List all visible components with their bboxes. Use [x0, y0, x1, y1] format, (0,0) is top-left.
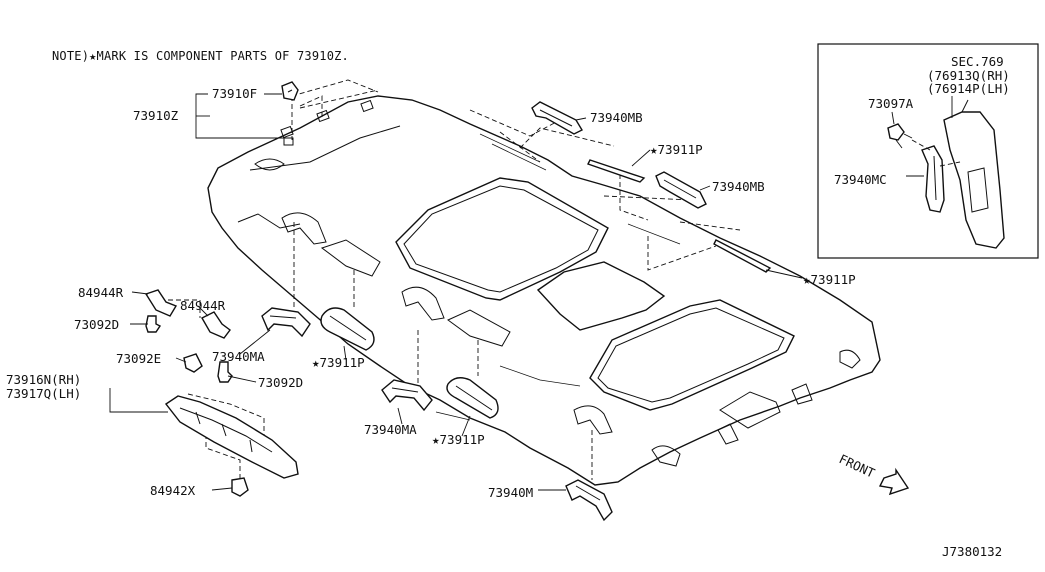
clip-84942x [231, 477, 249, 497]
leader-lines [109, 93, 803, 491]
inset-pillar-detail: SEC.769 (76913Q(RH) (76914P(LH) 73097A 7… [817, 43, 1039, 259]
assist-grip-73940ma-a [261, 307, 311, 338]
clip-73910f-part [281, 81, 299, 101]
label-73911p-b: ★73911P [803, 272, 856, 287]
label-73911p-d: ★73911P [432, 432, 485, 447]
label-84944r-a: 84944R [78, 285, 124, 300]
label-73092d-a: 73092D [74, 317, 119, 332]
label-84942x: 84942X [150, 483, 196, 498]
label-73092e: 73092E [116, 351, 161, 366]
assist-grip-73940mb-a [531, 101, 583, 135]
label-73092d-b: 73092D [258, 375, 303, 390]
inset-76913q-label: (76913Q(RH) [927, 68, 1010, 83]
sun-visor-strip-73911p-a [587, 159, 646, 183]
sun-visor-73911p-c [320, 307, 375, 351]
bracket-84944r-a [144, 289, 178, 317]
assist-grip-73940m [565, 479, 613, 522]
assist-grip-73940ma-b [381, 379, 433, 412]
component-note: NOTE)★MARK IS COMPONENT PARTS OF 73910Z. [52, 49, 349, 63]
label-73940m: 73940M [488, 485, 533, 500]
label-73940ma-a: 73940MA [212, 349, 265, 364]
label-73916n-rh: 73916N(RH) [6, 372, 81, 387]
bracket-84944r-b [201, 311, 231, 339]
sun-visor-73911p-d [446, 377, 499, 419]
front-direction-indicator: FRONT [837, 451, 910, 496]
inset-76914p-label: (76914P(LH) [927, 81, 1010, 96]
label-73911p-a: ★73911P [650, 142, 703, 157]
screw-73092d-b [217, 361, 233, 383]
label-73940ma-b: 73940MA [364, 422, 417, 437]
label-73911p-c: ★73911P [312, 355, 365, 370]
front-console-73916n [164, 395, 299, 479]
label-73940mb-b: 73940MB [712, 179, 765, 194]
assist-grip-73940mc-part [921, 145, 945, 213]
label-73940mb-a: 73940MB [590, 110, 643, 125]
bolt-73097a-part [887, 123, 905, 141]
screw-73092d-a [145, 315, 162, 333]
clip-73092e [183, 353, 203, 373]
callout-labels: 73910F 73910Z 73940MB ★73911P 73940MB ★7… [6, 86, 856, 500]
inset-73097a-label: 73097A [868, 96, 914, 111]
inset-73940mc-label: 73940MC [834, 172, 887, 187]
label-73910f: 73910F [212, 86, 257, 101]
label-73910z: 73910Z [133, 108, 179, 123]
label-84944r-b: 84944R [180, 298, 226, 313]
diagram-id: J7380132 [942, 544, 1002, 559]
headlining-panel [207, 95, 881, 486]
pillar-trim-part [943, 111, 1005, 249]
inset-sec-label: SEC.769 [951, 54, 1004, 69]
assist-grip-73940mb-b [655, 171, 707, 209]
label-73917q-lh: 73917Q(LH) [6, 386, 81, 401]
sun-visor-strip-73911p-b [713, 239, 772, 273]
front-label: FRONT [837, 451, 878, 481]
front-arrow-icon [878, 467, 910, 496]
